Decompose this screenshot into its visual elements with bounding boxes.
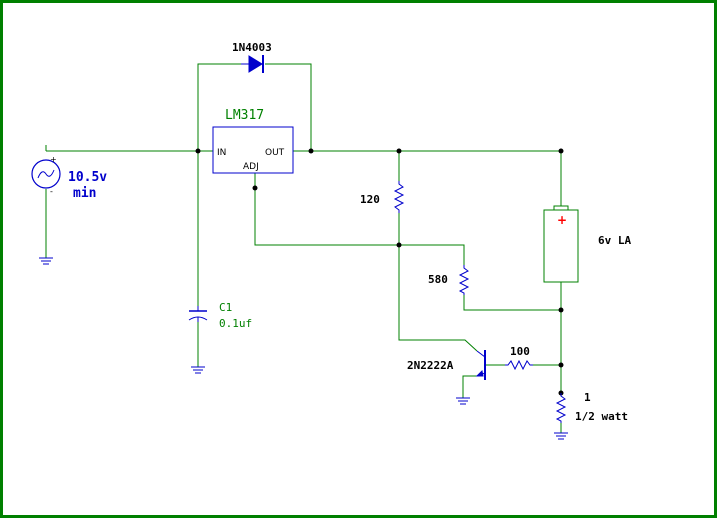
resistor-120[interactable]: 120 xyxy=(360,181,405,213)
source-voltage-sub: min xyxy=(73,186,96,201)
capacitor-value: 0.1uf xyxy=(219,317,252,330)
resistor-icon xyxy=(393,181,405,213)
transistor-label: 2N2222A xyxy=(407,359,454,372)
regulator-body xyxy=(212,126,294,174)
resistor-580[interactable]: 580 xyxy=(428,265,470,295)
regulator-pin-in: IN xyxy=(217,148,226,158)
battery-plus: + xyxy=(557,213,567,227)
resistor-sense-value: 1 xyxy=(584,391,591,404)
ground-emitter xyxy=(456,397,470,405)
voltage-source[interactable]: + - 10.5v min xyxy=(31,155,107,201)
diode-1n4003[interactable]: 1N4003 xyxy=(232,41,272,73)
battery-6v[interactable]: + 6v LA xyxy=(543,205,631,283)
resistor-120-label: 120 xyxy=(360,193,380,206)
regulator-name: LM317 xyxy=(225,108,264,123)
junction-dot xyxy=(195,148,201,154)
junction-dot xyxy=(252,185,258,191)
junction-dot xyxy=(308,148,314,154)
regulator-pin-out: OUT xyxy=(265,148,285,158)
battery-icon xyxy=(543,209,579,283)
diode-icon xyxy=(248,55,263,73)
source-plus: + xyxy=(50,155,57,164)
wires xyxy=(45,63,562,433)
battery-terminal xyxy=(553,205,569,211)
junction-dot xyxy=(558,362,564,368)
ground-source xyxy=(39,257,53,265)
junction-dot xyxy=(558,148,564,154)
regulator-pin-adj: ADJ xyxy=(243,162,259,172)
resistor-sense-rating: 1/2 watt xyxy=(575,410,628,423)
resistor-100-label: 100 xyxy=(510,345,530,358)
transistor-2n2222a[interactable]: 2N2222A xyxy=(407,350,486,380)
battery-label: 6v LA xyxy=(598,234,631,247)
resistor-580-label: 580 xyxy=(428,273,448,286)
source-minus: - xyxy=(50,187,53,196)
junction-dot xyxy=(396,242,402,248)
resistor-sense[interactable]: 1 1/2 watt xyxy=(555,391,628,423)
source-voltage-label: 10.5v xyxy=(68,170,107,185)
resistor-icon xyxy=(458,265,470,295)
capacitor-ref: C1 xyxy=(219,301,232,314)
junction-dot xyxy=(396,148,402,154)
ground-sense xyxy=(554,432,568,440)
resistor-icon xyxy=(505,359,533,371)
resistor-icon xyxy=(555,393,567,423)
resistor-100[interactable]: 100 xyxy=(505,345,533,371)
junctions xyxy=(195,148,564,396)
voltage-source-icon xyxy=(31,159,61,189)
diode-label: 1N4003 xyxy=(232,41,272,54)
capacitor-c1[interactable]: C1 0.1uf xyxy=(188,301,252,330)
junction-dot xyxy=(558,307,564,313)
regulator-lm317[interactable]: LM317 IN OUT ADJ xyxy=(212,108,294,174)
ground-capacitor xyxy=(191,366,205,374)
